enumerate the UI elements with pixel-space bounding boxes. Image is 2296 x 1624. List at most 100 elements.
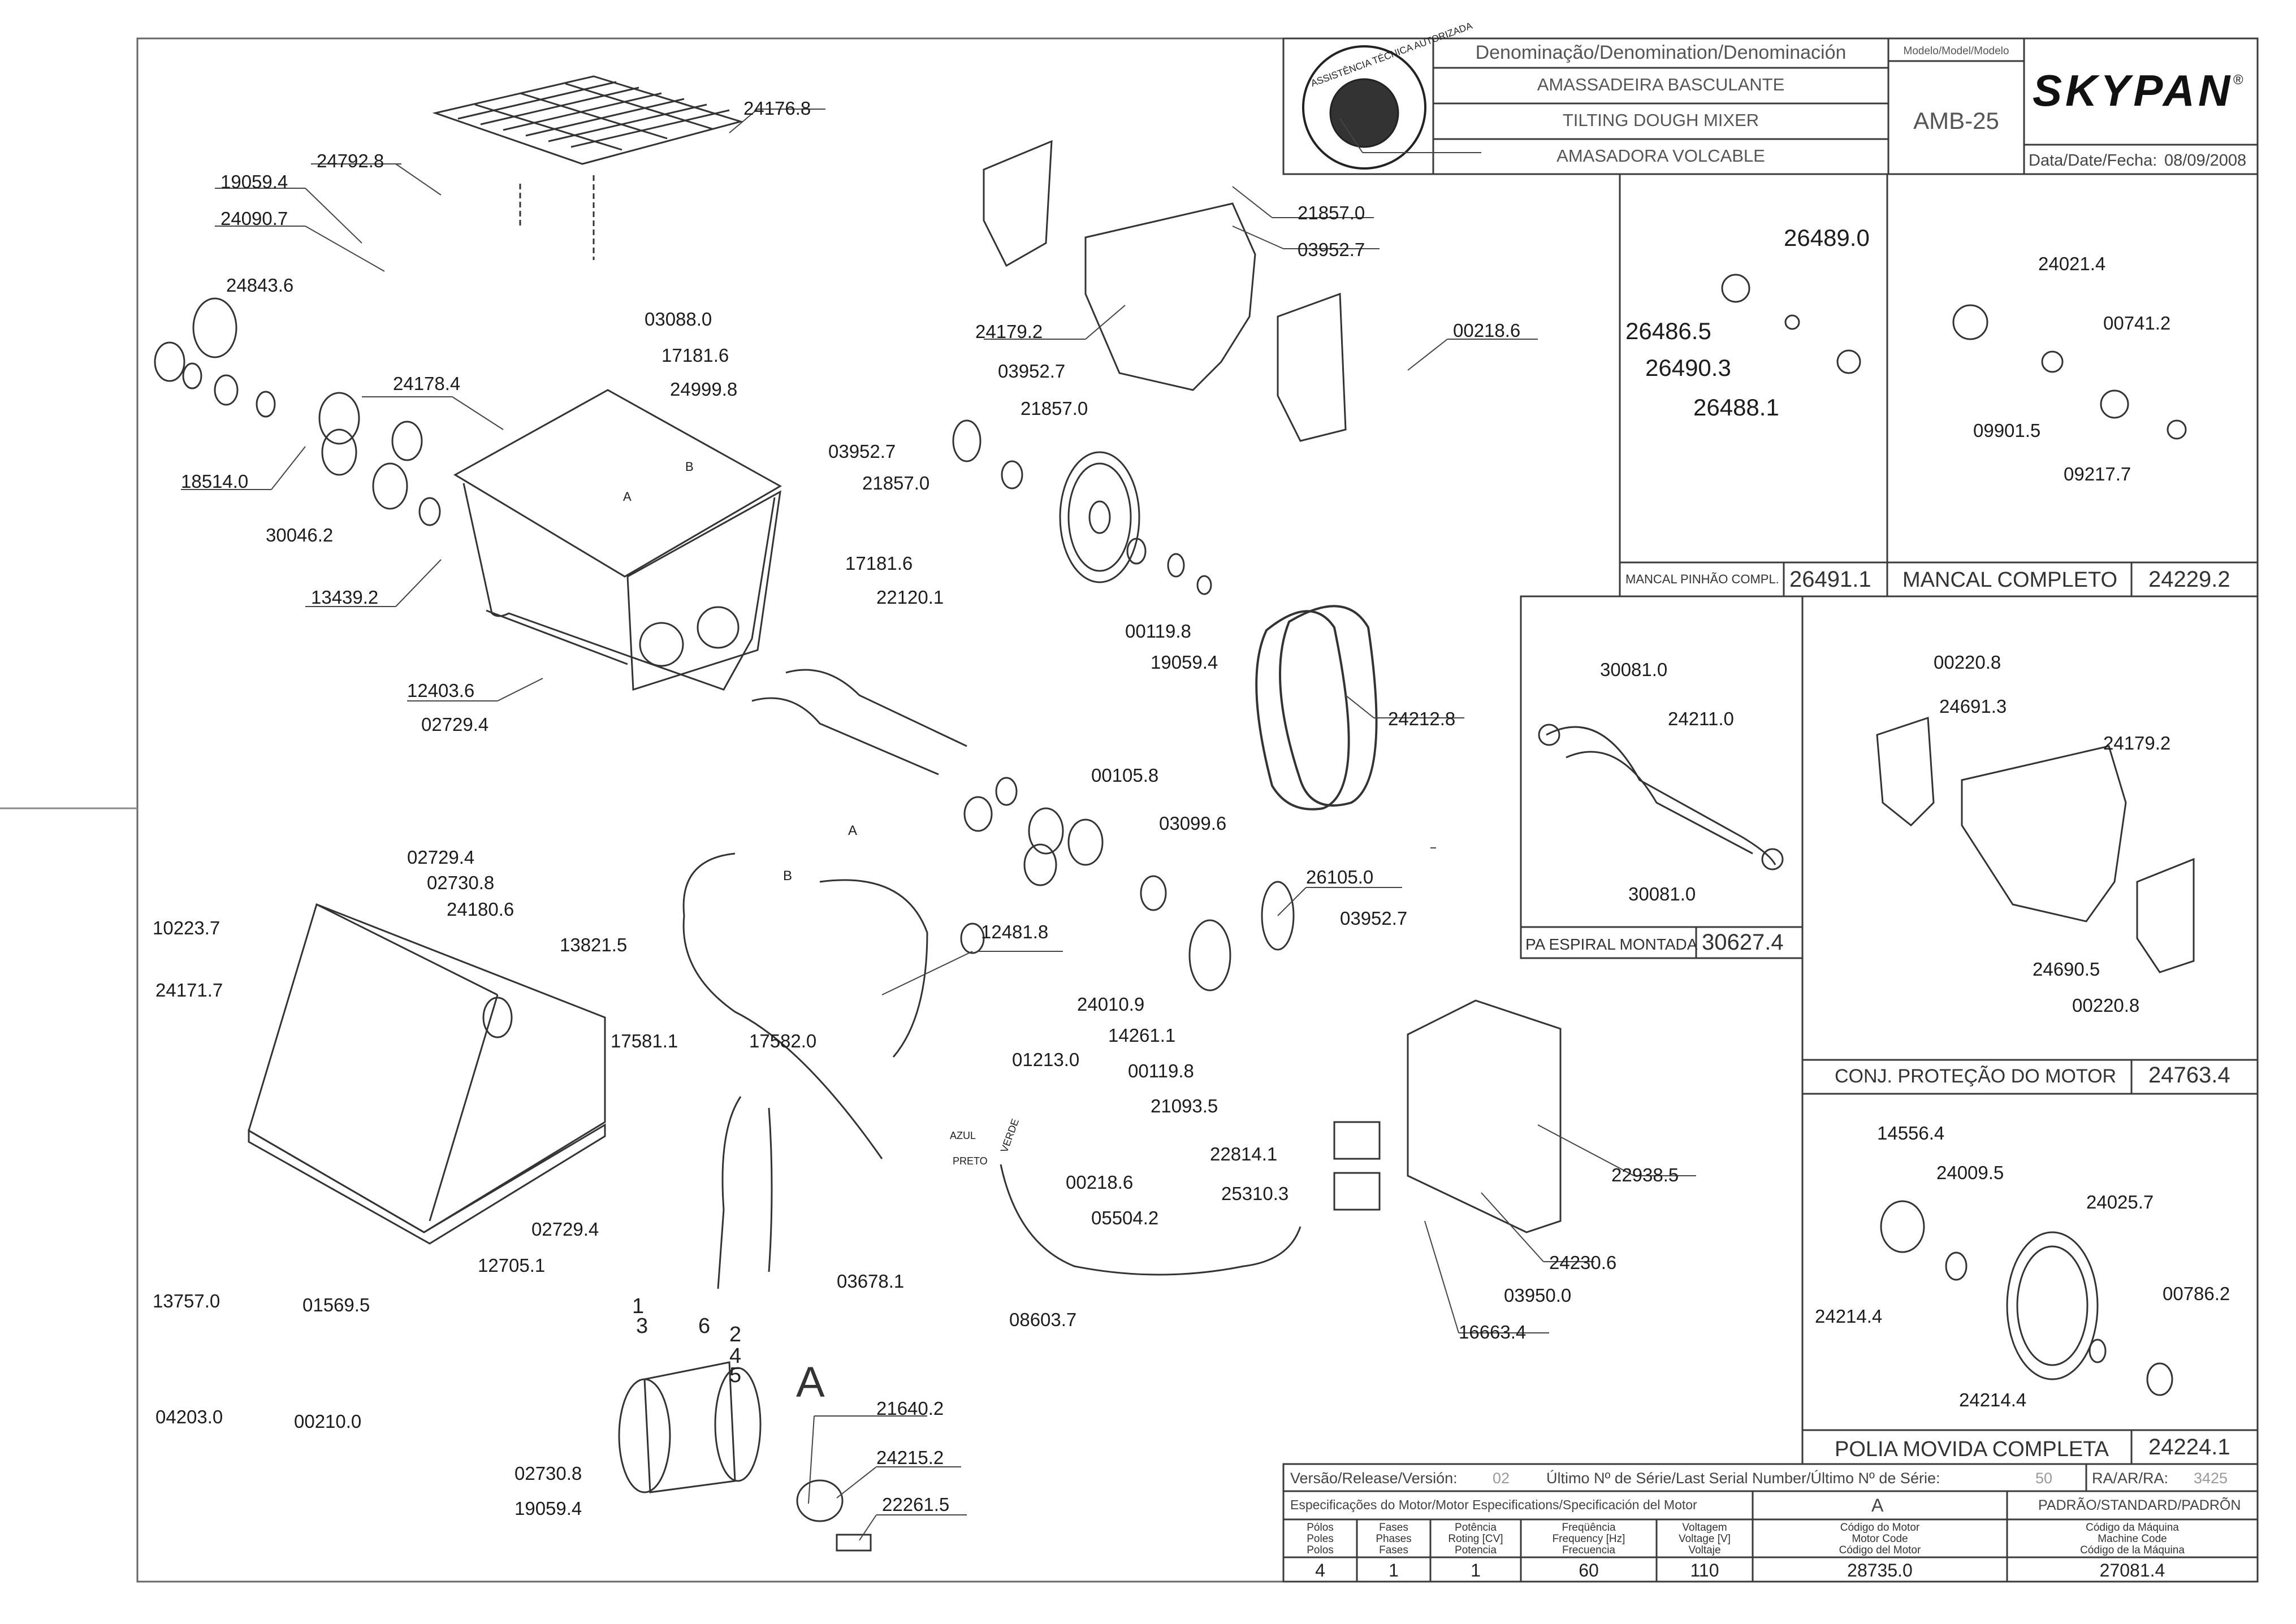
part-label: 03952.7 xyxy=(998,361,1066,382)
part-label: 21857.0 xyxy=(862,473,930,493)
part-label: 02729.4 xyxy=(407,847,475,868)
spec-header-line: Frecuencia xyxy=(1562,1544,1615,1556)
part-label: 19059.4 xyxy=(1151,652,1218,673)
part-label: 03088.0 xyxy=(645,309,712,330)
part-label: 21857.0 xyxy=(1021,398,1088,419)
part-label: 24090.7 xyxy=(220,208,288,229)
part-label: 04203.0 xyxy=(155,1406,223,1427)
assembly-part-label: 24214.4 xyxy=(1815,1306,1883,1327)
part-label: 12481.8 xyxy=(981,921,1049,942)
assembly-part-label: 24179.2 xyxy=(2103,733,2171,753)
part-label: 03952.7 xyxy=(1298,239,1365,260)
spec-value-frequency: 60 xyxy=(1579,1560,1599,1580)
product-name-en: TILTING DOUGH MIXER xyxy=(1562,110,1759,130)
assembly-part-label: 00741.2 xyxy=(2103,313,2171,334)
part-label: 22814.1 xyxy=(1210,1144,1278,1164)
product-name-pt: AMASSADEIRA BASCULANTE xyxy=(1537,75,1785,94)
part-label: 18514.0 xyxy=(181,471,249,492)
part-label: 21093.5 xyxy=(1151,1095,1218,1116)
part-label: 30046.2 xyxy=(266,525,334,545)
part-label: 17582.0 xyxy=(749,1030,817,1051)
part-label: 01213.0 xyxy=(1012,1049,1080,1070)
motor-letter-mark: A xyxy=(796,1358,825,1406)
part-label: 14261.1 xyxy=(1108,1025,1176,1046)
wire-color-azul: AZUL xyxy=(950,1130,976,1141)
part-label: 24010.9 xyxy=(1077,994,1145,1015)
spec-header-line: Fases xyxy=(1379,1522,1408,1534)
version-value: 02 xyxy=(1493,1470,1510,1487)
spec-value-poles: 4 xyxy=(1315,1560,1325,1580)
part-label: 16663.4 xyxy=(1459,1322,1527,1342)
wire-number: 4 xyxy=(729,1344,742,1368)
part-label: 24180.6 xyxy=(447,899,514,920)
part-label: 24212.8 xyxy=(1388,708,1456,729)
part-label: 13821.5 xyxy=(560,934,628,955)
part-label: 17181.6 xyxy=(661,345,729,366)
part-label: 02730.8 xyxy=(514,1463,582,1484)
assembly-part-label: 24025.7 xyxy=(2086,1192,2154,1212)
assembly-part-label: 24009.5 xyxy=(1936,1162,2004,1183)
assembly-part-label: 00786.2 xyxy=(2163,1283,2230,1304)
part-label: 02729.4 xyxy=(531,1219,599,1240)
spec-value-voltage: 110 xyxy=(1690,1560,1719,1580)
spec-header-line: Motor Code xyxy=(1852,1533,1908,1545)
product-name-es: AMASADORA VOLCABLE xyxy=(1556,146,1765,166)
wire-number: 6 xyxy=(698,1314,711,1338)
part-label: 24176.8 xyxy=(743,98,811,119)
part-label: 17581.1 xyxy=(611,1030,678,1051)
motor-spec-label: Especificações do Motor/Motor Especifica… xyxy=(1290,1497,1697,1512)
assembly-part-label: 00220.8 xyxy=(1934,652,2001,673)
spec-header-line: Voltaje xyxy=(1688,1544,1721,1556)
part-label: 00119.8 xyxy=(1125,621,1191,642)
date-value: 08/09/2008 xyxy=(2164,151,2247,170)
assembly-part-label: 26490.3 xyxy=(1645,354,1731,381)
part-label: 24178.4 xyxy=(393,373,461,394)
part-label: 24843.6 xyxy=(226,275,294,296)
ar-value: 3425 xyxy=(2194,1470,2228,1487)
model-number: AMB-25 xyxy=(1913,107,1999,134)
brand-logo: SKYPAN xyxy=(2033,66,2234,115)
wire-mark-a: A xyxy=(848,823,858,838)
assembly-part-label: 09217.7 xyxy=(2064,464,2131,484)
spec-header-line: Voltage [V] xyxy=(1679,1533,1731,1545)
spec-header-line: Código de la Máquina xyxy=(2080,1544,2185,1556)
wire-number: 5 xyxy=(729,1363,742,1387)
spec-header-line: Polos xyxy=(1307,1544,1334,1556)
spec-header-line: Código do Motor xyxy=(1840,1522,1920,1534)
model-header: Modelo/Model/Modelo xyxy=(1903,45,2009,57)
spec-value-power: 1 xyxy=(1471,1560,1481,1580)
part-label: 03952.7 xyxy=(828,441,896,462)
spec-header-line: Frequency [Hz] xyxy=(1552,1533,1625,1545)
assembly-code: 24224.1 xyxy=(2148,1435,2230,1460)
spec-header-line: Freqüência xyxy=(1562,1522,1616,1534)
part-label: 24792.8 xyxy=(317,150,384,171)
part-label: 13757.0 xyxy=(153,1290,220,1311)
standard-label: PADRÃO/STANDARD/PADRÕN xyxy=(2038,1497,2241,1513)
assembly-code: 26491.1 xyxy=(1789,567,1871,592)
spec-header-line: Fases xyxy=(1379,1544,1408,1556)
wire-mark-b-bowl: B xyxy=(685,460,694,474)
part-label: 03099.6 xyxy=(1159,813,1227,834)
part-label: 00119.8 xyxy=(1128,1060,1194,1081)
assembly-name: MANCAL COMPLETO xyxy=(1902,568,2118,592)
part-label: 22120.1 xyxy=(876,587,944,608)
date-label: Data/Date/Fecha: xyxy=(2029,151,2157,170)
part-label: 24215.2 xyxy=(876,1447,944,1468)
assembly-part-label: 14556.4 xyxy=(1877,1123,1945,1144)
part-label: 24171.7 xyxy=(155,980,223,1001)
part-label: 00218.6 xyxy=(1066,1172,1134,1193)
part-label: 01569.5 xyxy=(302,1294,370,1315)
spec-header-line: Roting [CV] xyxy=(1448,1533,1503,1545)
assembly-name: CONJ. PROTEÇÃO DO MOTOR xyxy=(1835,1066,2117,1087)
motor-letter: A xyxy=(1871,1495,1884,1515)
brand-registered-mark: ® xyxy=(2233,72,2243,88)
assembly-part-label: 30081.0 xyxy=(1600,659,1668,680)
part-label: 10223.7 xyxy=(153,917,220,938)
spec-header-line: Código da Máquina xyxy=(2086,1522,2179,1534)
